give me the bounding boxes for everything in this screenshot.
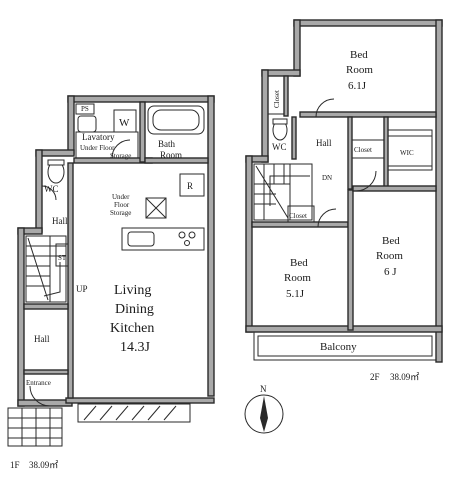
2f-bed6-label-1: Bed: [382, 235, 400, 247]
north-compass: N: [244, 384, 284, 434]
1f-wall-left-lower: [17, 227, 25, 407]
1f-wall-top: [67, 95, 215, 103]
2f-wall-hall-right: [347, 116, 353, 190]
1f-wall-wc-left: [35, 149, 43, 233]
1f-bath-label-2: Room: [160, 150, 182, 160]
1f-area-label: 38.09㎡: [29, 460, 58, 470]
1f-door-wc: [41, 185, 57, 201]
1f-porch: [7, 407, 63, 447]
1f-ps-box: [75, 103, 95, 115]
1f-underfloor-label-2: Storage: [110, 152, 131, 160]
1f-wall-ldk-left: [67, 162, 74, 399]
2f-wc-label: WC: [272, 142, 287, 152]
1f-fridge-box: [179, 173, 205, 197]
2f-door-bed61: [315, 98, 335, 118]
first-floor-plan: PS W Lavatory Under Floor Storage Bath R…: [7, 95, 215, 447]
1f-underfloor-label-1: Under Floor: [80, 144, 115, 152]
1f-wall-right: [207, 95, 215, 397]
2f-balcony: [253, 331, 437, 361]
2f-wall-bed-divider: [347, 189, 354, 331]
2f-wall-wic-left: [383, 116, 389, 190]
1f-wall-left-upper: [67, 95, 75, 155]
2f-bed51-label-1: Bed: [290, 257, 308, 269]
2f-wall-top: [293, 19, 443, 27]
2f-bed61-label-2: Room: [346, 64, 373, 76]
1f-sink-icon: [127, 231, 155, 247]
1f-entrance-label: Entrance: [26, 379, 51, 387]
1f-up-label: UP: [76, 284, 88, 294]
2f-staircase: [253, 163, 313, 221]
2f-door-bed6: [355, 170, 377, 192]
1f-ps-label: PS: [81, 105, 89, 113]
2f-closet-small-label: Closet: [289, 212, 307, 220]
second-floor-plan: Bed Room 6.1J Closet WC Hall Closet WIC …: [245, 19, 443, 363]
2f-wic-box: [387, 129, 433, 171]
2f-bed61-label-3: 6.1J: [348, 80, 367, 92]
2f-hall-label: Hall: [316, 138, 332, 148]
2f-balcony-label: Balcony: [320, 341, 357, 353]
1f-bottom-window: [77, 403, 191, 423]
1f-fridge-label: R: [187, 181, 193, 191]
1f-ldk-label-4: 14.3J: [120, 340, 151, 355]
1f-wall-bottom-right: [65, 397, 215, 404]
2f-bed51-label-3: 5.1J: [286, 288, 305, 300]
2f-dn-label: DN: [322, 174, 332, 182]
2f-wall-right: [435, 19, 443, 363]
1f-ldk-storage-label-2: Floor: [114, 201, 130, 209]
1f-ldk-storage-label-3: Storage: [110, 209, 131, 217]
1f-ldk-storage-label-1: Under: [112, 193, 130, 201]
1f-floor-label: 1F: [10, 460, 20, 470]
1f-wc-label: WC: [44, 184, 59, 194]
1f-lavatory-label: Lavatory: [82, 132, 115, 142]
2f-wall-wc-left: [261, 69, 269, 163]
1f-underfloor-box: [75, 131, 139, 159]
2f-wall-left: [245, 155, 253, 333]
2f-closet-small-box: [287, 205, 315, 223]
1f-ldk-label-3: Kitchen: [110, 321, 154, 336]
2f-wall-wc-right: [291, 116, 297, 160]
1f-ldk-label-2: Dining: [115, 302, 154, 317]
1f-wall-lav-bath: [139, 101, 146, 163]
2f-wall-bed6-top: [352, 185, 437, 192]
2f-area-label: 38.09㎡: [390, 372, 419, 382]
2f-wall-bottom: [245, 325, 443, 333]
2f-wall-closet-right: [283, 75, 289, 117]
compass-circle-icon: [244, 394, 284, 434]
2f-bed6-label-3: 6 J: [384, 266, 397, 278]
1f-ldk-label-1: Living: [114, 283, 151, 298]
1f-underfloor-hatch: [145, 197, 167, 219]
1f-storage-box: [55, 243, 69, 267]
2f-wall-bed51-top: [251, 221, 349, 228]
2f-bed51-label-2: Room: [284, 272, 311, 284]
1f-staircase: [25, 235, 67, 303]
2f-bed6-label-2: Room: [376, 250, 403, 262]
1f-door-entrance: [29, 385, 51, 407]
2f-floor-label: 2F: [370, 372, 380, 382]
1f-hall-upper-label: Hall: [52, 216, 68, 226]
2f-door-bed51: [317, 208, 337, 228]
1f-door-lav: [111, 139, 131, 159]
1f-wall-entrance-top: [23, 369, 69, 375]
2f-closet-vertical-label: Closet: [273, 90, 281, 108]
2f-closet-hall-label: Closet: [354, 146, 372, 154]
2f-closet-hall-box: [351, 139, 385, 159]
1f-wall-bath-bottom: [144, 157, 209, 164]
1f-bath-label-1: Bath: [158, 139, 175, 149]
2f-bed61-label-1: Bed: [350, 49, 368, 61]
2f-wic-label: WIC: [400, 149, 414, 157]
1f-washbasin: [77, 115, 97, 133]
1f-bathtub: [147, 105, 205, 135]
compass-arrow-icon: [260, 396, 268, 432]
compass-north-label: N: [260, 384, 267, 394]
1f-stove-icon: [178, 231, 196, 246]
1f-hall-lower-label: Hall: [34, 334, 50, 344]
2f-wall-upper-left: [293, 19, 301, 77]
2f-closet-vertical-box: [267, 75, 285, 115]
1f-washer-label: W: [119, 117, 130, 129]
2f-wall-bed61-bottom: [299, 111, 437, 118]
1f-st-label: ST: [58, 254, 67, 262]
1f-wall-hall-top: [23, 303, 69, 310]
